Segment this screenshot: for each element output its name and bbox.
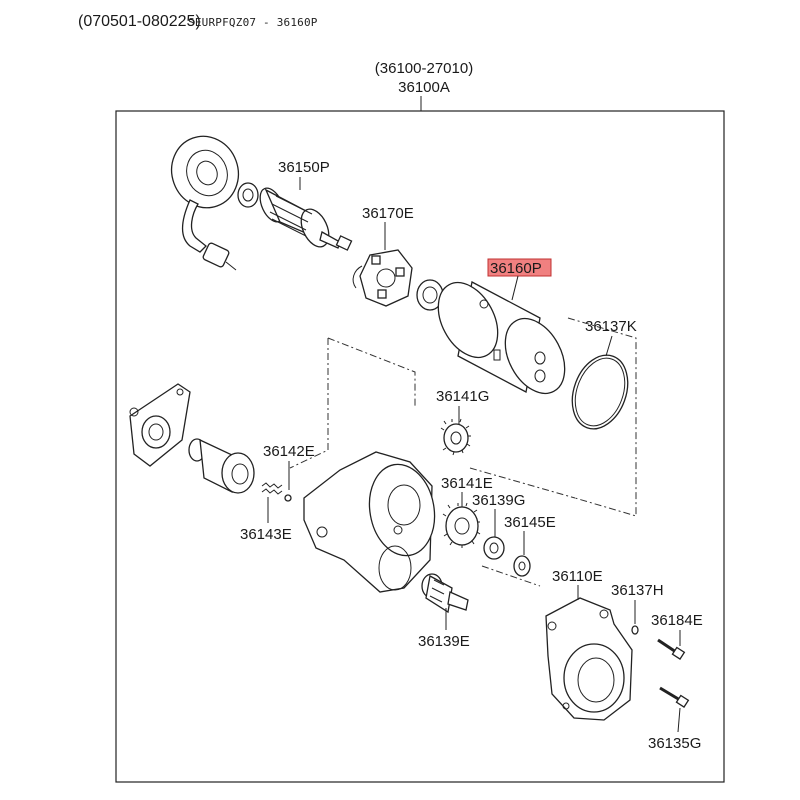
highlight-36160P (487, 258, 552, 277)
leader-36135G (677, 707, 681, 733)
overrunning-clutch (188, 438, 255, 494)
label-36143E[interactable]: 36143E (240, 526, 292, 543)
yoke-housing (437, 281, 566, 395)
armature-bearing (237, 182, 259, 208)
leader-36160P (511, 275, 519, 301)
alignment-lines (289, 317, 637, 587)
label-36142E[interactable]: 36142E (263, 443, 315, 460)
label-36170E[interactable]: 36170E (362, 205, 414, 222)
steel-ball (284, 494, 292, 502)
label-36137K[interactable]: 36137K (585, 318, 637, 335)
label-36139E[interactable]: 36139E (418, 633, 470, 650)
label-36184E[interactable]: 36184E (651, 612, 703, 629)
needle-bearing (483, 536, 505, 560)
label-36135G[interactable]: 36135G (648, 735, 701, 752)
label-36141G[interactable]: 36141G (436, 388, 489, 405)
assembly-code[interactable]: 36100A (398, 79, 450, 96)
leader-36137K (605, 335, 613, 357)
idler-gear-small (440, 418, 471, 456)
header-catalog-code: SEURPFQZ07 - 36160P (188, 16, 318, 29)
rear-bracket (545, 597, 633, 721)
header-date-range: (070501-080225) (78, 13, 201, 30)
label-36145E[interactable]: 36145E (504, 514, 556, 531)
label-36139G[interactable]: 36139G (472, 492, 525, 509)
through-screw (657, 638, 686, 660)
idler-gear (442, 502, 481, 548)
label-36110E[interactable]: 36110E (552, 568, 603, 585)
gear-bracket (129, 383, 191, 467)
spring (261, 482, 283, 495)
assembly-frame (115, 110, 725, 783)
front-housing (303, 451, 436, 593)
small-o-ring (631, 625, 639, 635)
label-36160P[interactable]: 36160P (490, 260, 542, 277)
washer (513, 555, 531, 577)
o-ring (571, 354, 629, 430)
brush-holder (352, 249, 413, 307)
label-36137H[interactable]: 36137H (611, 582, 664, 599)
through-bolt (659, 686, 690, 708)
label-36150P[interactable]: 36150P (278, 159, 330, 176)
rear-cover-with-cable (170, 135, 240, 271)
pinion-shaft (421, 573, 469, 614)
label-36141E[interactable]: 36141E (441, 475, 493, 492)
armature (259, 187, 353, 251)
assembly-code-paren[interactable]: (36100-27010) (375, 60, 473, 77)
